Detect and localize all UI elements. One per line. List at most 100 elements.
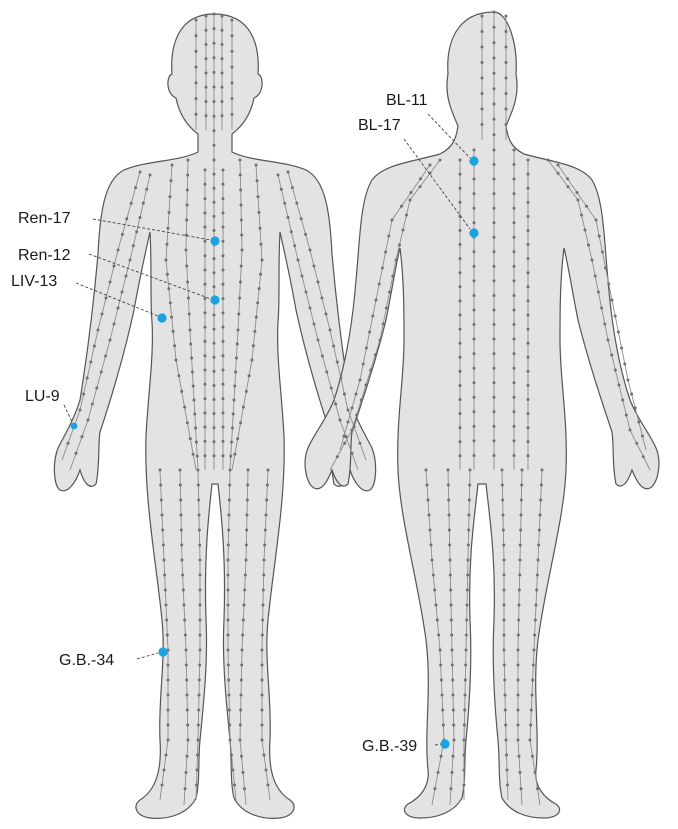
meridian-point [259, 227, 262, 230]
meridian-point [493, 323, 496, 326]
meridian-point [222, 340, 225, 343]
meridian-point [433, 589, 436, 592]
meridian-point [459, 412, 462, 415]
meridian-point [262, 574, 265, 577]
meridian-point [222, 454, 225, 457]
acupoint-label: G.B.-34 [59, 652, 114, 669]
meridian-point [222, 226, 225, 229]
meridian-point [227, 589, 230, 592]
meridian-point [199, 634, 202, 637]
meridian-point [365, 347, 368, 350]
meridian-point [513, 396, 516, 399]
meridian-point [627, 379, 630, 382]
meridian-point [195, 113, 198, 116]
meridian-point [439, 664, 442, 667]
meridian-point [437, 771, 440, 774]
meridian-point [493, 309, 496, 312]
meridian-point [601, 251, 604, 254]
meridian-point [391, 219, 394, 222]
meridian-point [520, 787, 523, 790]
meridian-point [360, 399, 363, 402]
meridian-point [517, 619, 520, 622]
meridian-point [419, 185, 422, 188]
meridian-point [520, 499, 523, 502]
meridian-point [527, 356, 530, 359]
meridian-point [167, 287, 170, 290]
meridian-point [459, 328, 462, 331]
meridian-point [332, 345, 335, 348]
meridian-point [505, 30, 508, 33]
meridian-point [473, 410, 476, 413]
meridian-point [185, 265, 188, 268]
meridian-point [231, 50, 234, 53]
meridian-point [205, 72, 208, 75]
meridian-point [280, 188, 283, 191]
meridian-point [451, 771, 454, 774]
meridian-point [204, 240, 207, 243]
meridian-point [505, 92, 508, 95]
meridian-point [222, 440, 225, 443]
meridian-point [473, 309, 476, 312]
acupoint-label: Ren-17 [18, 210, 71, 227]
meridian-point [529, 739, 532, 742]
meridian-point [517, 724, 520, 727]
meridian-point [513, 149, 516, 152]
meridian-point [113, 265, 116, 268]
meridian-point [197, 724, 200, 727]
meridian-point [187, 739, 190, 742]
meridian-point [238, 297, 241, 300]
meridian-point [505, 46, 508, 49]
meridian-point [204, 326, 207, 329]
meridian-point [185, 771, 188, 774]
meridian-point [527, 159, 530, 162]
meridian-point [493, 279, 496, 282]
acupoint-label: LIV-13 [11, 273, 57, 290]
meridian-point [517, 634, 520, 637]
meridian-point [204, 297, 207, 300]
meridian-point [465, 619, 468, 622]
meridian-point [503, 589, 506, 592]
meridian-point [145, 188, 148, 191]
meridian-point [262, 589, 265, 592]
meridian-point [222, 297, 225, 300]
meridian-point [227, 604, 230, 607]
meridian-point [520, 514, 523, 517]
meridian-point [429, 164, 432, 167]
meridian-point [213, 426, 216, 429]
meridian-point [584, 229, 587, 232]
meridian-point [164, 589, 167, 592]
meridian-point [513, 250, 516, 253]
meridian-point [520, 484, 523, 487]
meridian-point [464, 679, 467, 682]
meridian-point [195, 97, 198, 100]
meridian-point [205, 15, 208, 18]
meridian-point [198, 679, 201, 682]
acupoint-dot [158, 647, 167, 656]
meridian-point [167, 227, 170, 230]
meridian-point [180, 390, 183, 393]
meridian-point [355, 414, 358, 417]
meridian-point [232, 413, 235, 416]
meridian-point [439, 649, 442, 652]
meridian-point [222, 354, 225, 357]
meridian-point [227, 679, 230, 682]
meridian-point [604, 267, 607, 270]
meridian-point [459, 440, 462, 443]
meridian-point [121, 233, 124, 236]
meridian-point [387, 235, 390, 238]
meridian-point [185, 649, 188, 652]
meridian-point [513, 309, 516, 312]
meridian-point [614, 369, 617, 372]
meridian-point [186, 189, 189, 192]
meridian-point [359, 379, 362, 382]
meridian-point [213, 412, 216, 415]
acupoint-label: LU-9 [25, 388, 60, 405]
meridian-point [233, 399, 236, 402]
meridian-point [527, 398, 530, 401]
meridian-point [221, 57, 224, 60]
meridian-point [181, 574, 184, 577]
meridian-point [109, 339, 112, 342]
meridian-point [186, 694, 189, 697]
meridian-point [493, 410, 496, 413]
meridian-point [505, 108, 508, 111]
